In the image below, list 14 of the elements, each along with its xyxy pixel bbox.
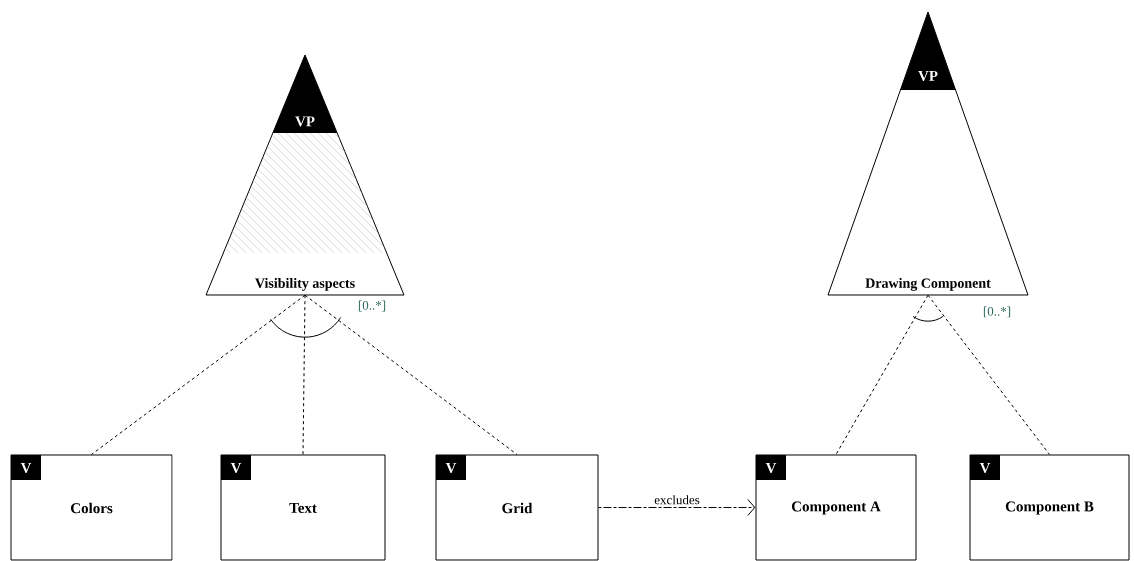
variation-point-triangle: VP Drawing Component — [827, 11, 1029, 296]
variation-point-triangle: VP Visibility aspects — [205, 54, 405, 296]
variant-box: V Component A — [755, 454, 917, 561]
connector — [304, 294, 518, 455]
variant-box: V Component B — [969, 454, 1130, 561]
connector — [927, 294, 1050, 455]
connector — [302, 294, 306, 455]
connector — [91, 294, 306, 455]
variant-box: V Colors — [10, 454, 173, 561]
variant-box: V Text — [220, 454, 386, 561]
variant-box: V Grid — [435, 454, 599, 561]
connector — [598, 499, 756, 516]
connector — [835, 294, 929, 455]
edge-label: excludes — [653, 494, 701, 506]
